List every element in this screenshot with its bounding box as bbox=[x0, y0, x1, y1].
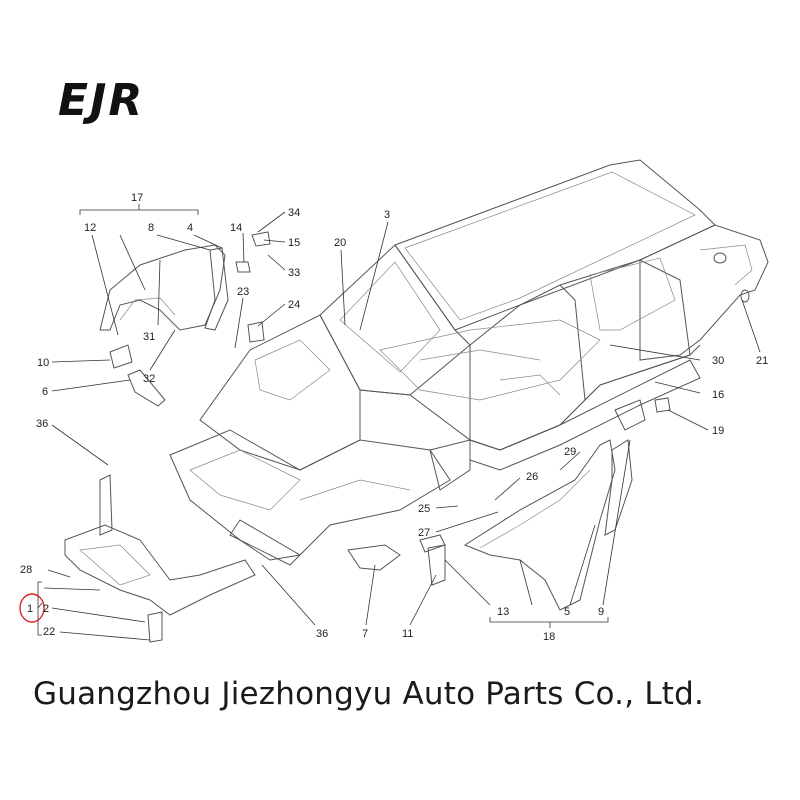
callout-10: 10 bbox=[37, 357, 49, 369]
callout-21: 21 bbox=[756, 355, 768, 367]
callout-30: 30 bbox=[712, 355, 724, 367]
front-radiator-support bbox=[64, 474, 256, 643]
callout-27: 27 bbox=[418, 527, 430, 539]
callout-1: 1 bbox=[27, 603, 33, 615]
highlight-circle bbox=[19, 593, 45, 623]
callout-2: 2 bbox=[43, 603, 49, 615]
company-logo: EJR bbox=[58, 75, 144, 126]
callout-29: 29 bbox=[564, 446, 576, 458]
leader-lines bbox=[37, 204, 761, 641]
callout-11: 11 bbox=[402, 628, 413, 640]
callout-33: 33 bbox=[288, 267, 300, 279]
callout-31: 31 bbox=[143, 331, 155, 343]
small-brackets-left bbox=[109, 231, 271, 407]
callout-24: 24 bbox=[288, 299, 300, 311]
callout-23: 23 bbox=[237, 286, 249, 298]
callout-34: 34 bbox=[288, 207, 300, 219]
callout-36-top: 36 bbox=[36, 418, 48, 430]
callout-22: 22 bbox=[43, 626, 55, 638]
callout-19: 19 bbox=[712, 425, 724, 437]
callout-8: 8 bbox=[148, 222, 154, 234]
callout-32: 32 bbox=[143, 373, 155, 385]
front-fender-left bbox=[99, 244, 251, 331]
callout-labels: 17 12 8 4 14 34 15 33 23 24 20 3 31 32 1… bbox=[20, 192, 768, 643]
callout-7: 7 bbox=[362, 628, 368, 640]
callout-5: 5 bbox=[564, 606, 570, 618]
small-brackets-right bbox=[347, 534, 446, 586]
callout-25: 25 bbox=[418, 503, 430, 515]
callout-36-bottom: 36 bbox=[316, 628, 328, 640]
callout-4: 4 bbox=[187, 222, 193, 234]
callout-12: 12 bbox=[84, 222, 96, 234]
car-body-shell bbox=[169, 159, 769, 566]
company-name: Guangzhou Jiezhongyu Auto Parts Co., Ltd… bbox=[33, 676, 705, 712]
callout-14: 14 bbox=[230, 222, 242, 234]
callout-28: 28 bbox=[20, 564, 32, 576]
callout-6: 6 bbox=[42, 386, 48, 398]
callout-16: 16 bbox=[712, 389, 724, 401]
callout-3: 3 bbox=[384, 209, 390, 221]
svg-text:EJR: EJR bbox=[58, 75, 144, 126]
callout-15: 15 bbox=[288, 237, 300, 249]
front-fender-right bbox=[463, 397, 671, 611]
callout-17: 17 bbox=[131, 192, 143, 204]
callout-26: 26 bbox=[526, 471, 538, 483]
callout-9: 9 bbox=[598, 606, 604, 618]
callout-20: 20 bbox=[334, 237, 346, 249]
callout-18: 18 bbox=[543, 631, 555, 643]
callout-13: 13 bbox=[497, 606, 509, 618]
